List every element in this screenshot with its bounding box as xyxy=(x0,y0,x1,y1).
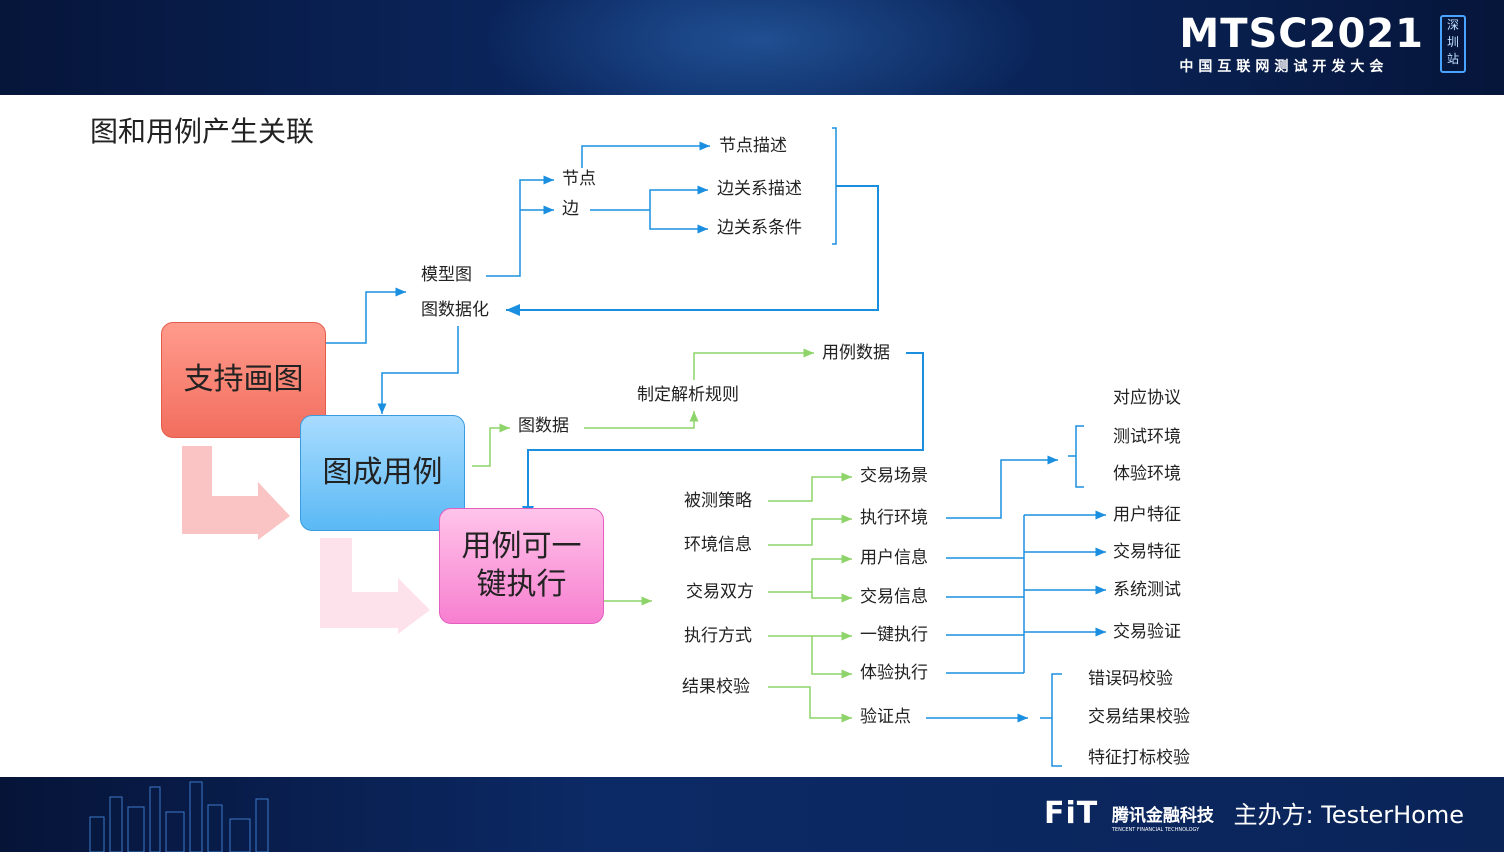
line-bracket-back xyxy=(506,185,879,316)
bracket-envs xyxy=(1068,425,1084,488)
fit-logo-cn: 腾讯金融科技 xyxy=(1111,806,1214,826)
label-sys-test: 系统测试 xyxy=(1113,580,1181,600)
city-skyline-graphic xyxy=(89,781,269,852)
label-user-feature: 用户特征 xyxy=(1113,505,1181,525)
bracket-right xyxy=(832,127,837,245)
line-edge-desc xyxy=(649,185,708,210)
line-execmode-down xyxy=(811,636,852,679)
process-arrow-1 xyxy=(182,446,290,540)
mtsc-logo: MTSC2021 中国互联网测试开发大会 xyxy=(1179,14,1424,76)
line-model-bracket xyxy=(486,175,554,277)
label-case-data: 用例数据 xyxy=(822,343,890,363)
label-user-info: 用户信息 xyxy=(860,548,928,568)
label-env-info: 环境信息 xyxy=(684,535,752,555)
label-test-env: 测试环境 xyxy=(1113,427,1181,447)
line-rules-to-casedata xyxy=(693,348,814,380)
box-case-one-click-exec: 用例可一键执行 xyxy=(439,508,604,624)
label-trade-info: 交易信息 xyxy=(860,587,928,607)
label-parties: 交易双方 xyxy=(686,582,754,602)
label-trade-result: 交易结果校验 xyxy=(1088,707,1190,727)
label-verify-point: 验证点 xyxy=(860,707,911,727)
label-edge-desc: 边关系描述 xyxy=(717,179,802,199)
line-gen-to-graphdata xyxy=(472,423,510,467)
slide-title: 图和用例产生关联 xyxy=(90,115,315,148)
line-execenv-to-envs xyxy=(946,455,1058,519)
label-parse-rules: 制定解析规则 xyxy=(637,385,739,405)
label-graph-data: 图数据 xyxy=(518,416,569,436)
bracket-checks xyxy=(1040,673,1062,767)
label-exec-mode: 执行方式 xyxy=(684,626,752,646)
label-feature-mark: 特征打标校验 xyxy=(1088,748,1190,768)
line-envinfo xyxy=(768,514,852,546)
line-parties-up xyxy=(768,554,852,593)
line-casedata-to-exec xyxy=(522,352,924,520)
label-exp-exec: 体验执行 xyxy=(860,663,928,683)
label-edge-cond: 边关系条件 xyxy=(717,218,802,238)
box-exec-text: 用例可一键执行 xyxy=(461,529,582,602)
logo-badge: 深圳站 xyxy=(1440,15,1466,73)
logo-main: MTSC2021 xyxy=(1179,11,1424,57)
line-dataize-to-gen xyxy=(377,326,459,414)
label-exp-env: 体验环境 xyxy=(1113,464,1181,484)
sponsor-area: FiT 腾讯金融科技 TENCENT FINANCIAL TECHNOLOGY … xyxy=(1044,795,1464,833)
label-protocol: 对应协议 xyxy=(1113,388,1181,408)
logo-sub: 中国互联网测试开发大会 xyxy=(1179,59,1389,75)
label-model-graph: 模型图 xyxy=(421,265,472,285)
box-graph-to-case: 图成用例 xyxy=(300,415,465,531)
line-node-desc xyxy=(581,141,710,168)
line-resultcheck xyxy=(768,686,852,723)
label-err-code: 错误码校验 xyxy=(1088,669,1173,689)
label-node-desc: 节点描述 xyxy=(719,136,787,156)
label-exec-env: 执行环境 xyxy=(860,508,928,528)
header-banner: MTSC2021 中国互联网测试开发大会 深圳站 xyxy=(0,0,1504,95)
box-support-drawing: 支持画图 xyxy=(161,322,326,438)
label-result-check: 结果校验 xyxy=(682,677,750,697)
organizer-text: 主办方: TesterHome xyxy=(1233,801,1464,829)
label-edge: 边 xyxy=(562,199,579,219)
label-node: 节点 xyxy=(562,169,596,189)
label-strategy: 被测策略 xyxy=(684,491,752,511)
line-parties-down xyxy=(811,592,852,603)
line-edge-cond xyxy=(649,210,708,234)
line-graphdata-to-rules xyxy=(584,411,699,429)
header-globe-glow xyxy=(480,0,1040,95)
fit-logo: FiT xyxy=(1043,796,1099,831)
line-strategy xyxy=(768,472,852,502)
footer-banner: FiT 腾讯金融科技 TENCENT FINANCIAL TECHNOLOGY … xyxy=(0,777,1504,852)
label-trade-scene: 交易场景 xyxy=(860,466,928,486)
label-trade-feature: 交易特征 xyxy=(1113,542,1181,562)
fit-logo-en: TENCENT FINANCIAL TECHNOLOGY xyxy=(1111,827,1200,833)
label-trade-verify: 交易验证 xyxy=(1113,622,1181,642)
label-graph-dataize: 图数据化 xyxy=(421,300,489,320)
process-arrow-2 xyxy=(320,538,430,634)
label-one-click: 一键执行 xyxy=(860,625,928,645)
line-draw-to-model xyxy=(326,287,406,344)
